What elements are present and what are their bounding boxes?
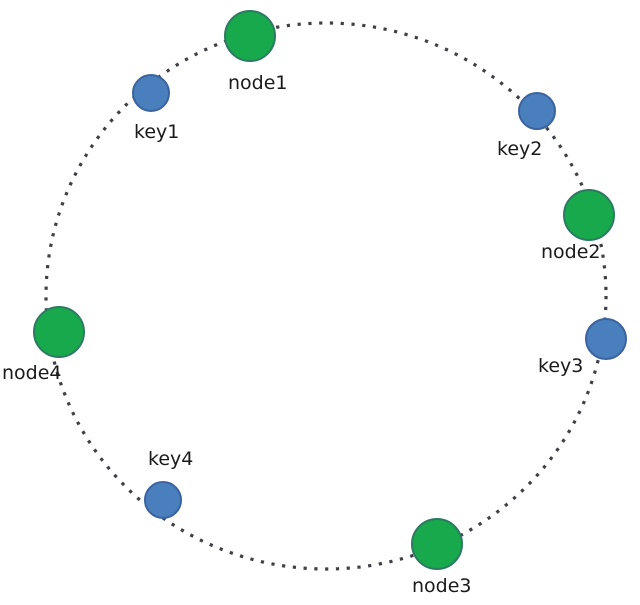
node-circle-node2[interactable] (563, 189, 615, 241)
ring-dotted-ellipse (44, 21, 608, 571)
label-node1: node1 (228, 72, 288, 94)
label-node3: node3 (412, 575, 472, 597)
label-key3: key3 (538, 355, 584, 377)
key-circle-key1[interactable] (132, 74, 170, 112)
label-key4: key4 (148, 448, 194, 470)
label-node2: node2 (541, 241, 601, 263)
key-circle-key4[interactable] (144, 481, 182, 519)
label-key1: key1 (134, 121, 180, 143)
key-circle-key2[interactable] (518, 92, 556, 130)
label-node4: node4 (2, 362, 62, 384)
node-circle-node4[interactable] (33, 306, 85, 358)
node-circle-node1[interactable] (224, 10, 276, 62)
node-circle-node3[interactable] (411, 518, 463, 570)
label-key2: key2 (497, 138, 543, 160)
key-circle-key3[interactable] (585, 318, 627, 360)
